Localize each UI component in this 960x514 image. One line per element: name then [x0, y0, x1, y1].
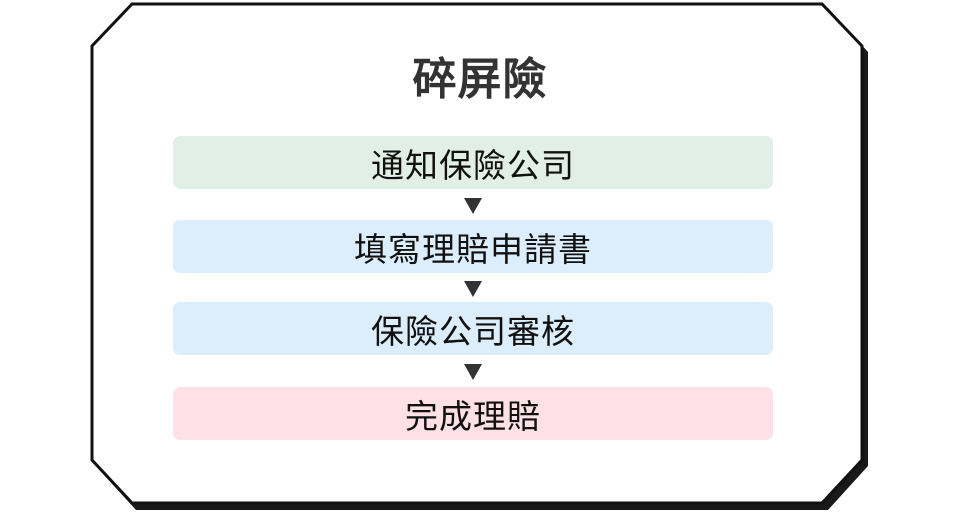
- down-arrow-icon: [464, 281, 482, 297]
- step-box-fill-claim-form: 填寫理賠申請書: [173, 220, 773, 273]
- step-box-insurer-review: 保險公司審核: [173, 302, 773, 355]
- step-box-claim-complete: 完成理賠: [173, 387, 773, 440]
- step-box-notify-insurer: 通知保險公司: [173, 136, 773, 189]
- down-arrow-icon: [464, 198, 482, 214]
- step-label: 完成理賠: [405, 396, 541, 436]
- down-arrow-icon: [464, 364, 482, 380]
- diagram-title: 碎屏險: [412, 54, 548, 105]
- step-label: 填寫理賠申請書: [354, 229, 592, 269]
- step-label: 保險公司審核: [371, 311, 575, 351]
- step-label: 通知保險公司: [371, 145, 575, 185]
